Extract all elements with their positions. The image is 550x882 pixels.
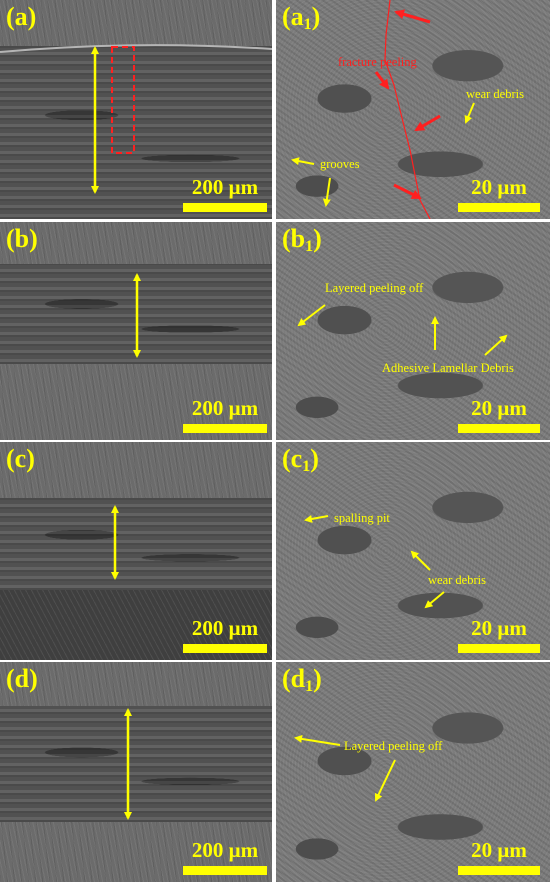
scale-bar-label: 20 μm [471,838,527,862]
scale-bar-label: 20 μm [471,175,527,199]
panel-d: (d) 200 μm [0,662,272,882]
annotation-text: fracture peeling [338,55,418,69]
annotation-text: Adhesive Lamellar Debris [382,361,514,375]
panel-label: (d1) [282,664,322,695]
scale-bar [458,203,540,212]
panel-c: (c) 200 μm [0,442,272,660]
yellow-arrow [297,304,326,327]
panel-b1-overlay: Layered peeling off Adhesive Lamellar De… [297,281,514,375]
panel-c1: spalling pit wear debris (c1) 20 μm [276,442,550,660]
panel-d1: Layered peeling off (d1) 20 μm [276,662,550,882]
yellow-arrow [424,591,445,609]
yellow-arrow [294,734,341,746]
yellow-arrow [304,514,329,523]
scale-bar-label: 20 μm [471,616,527,640]
scale-bar [183,644,267,653]
panel-a1: fracture peeling wear debris grooves (a1… [276,0,550,219]
panel-b: (b) 200 μm [0,222,272,440]
panel-a1-overlay: fracture peeling wear debris grooves [291,0,524,219]
red-arrow [393,183,422,200]
yellow-arrow [484,334,508,356]
annotation-text: wear debris [466,87,524,101]
scale-bar-label: 200 μm [191,616,259,640]
crack-line [384,0,431,219]
magnified-region-box [111,46,135,154]
panel-label: (a) [6,2,37,31]
scale-bar [458,424,540,433]
scratched-region [0,590,272,660]
scale-bar [183,203,267,212]
wear-track [0,706,272,822]
yellow-arrow [464,102,475,124]
wear-track [0,498,272,590]
scale-bar-label: 200 μm [191,396,259,420]
panel-d-overlay [124,708,132,820]
panel-label: (d) [6,664,38,693]
scale-bar [458,644,540,653]
yellow-arrow [374,759,396,802]
scale-bar-label: 20 μm [471,396,527,420]
panel-a: (a) 200 μm [0,0,272,219]
yellow-arrow [322,177,331,207]
panel-c-overlay [111,505,119,580]
annotation-text: Layered peeling off [325,281,424,295]
annotation-text: spalling pit [334,511,390,525]
panel-label: (c1) [282,444,319,475]
red-arrow [374,71,390,90]
panel-c1-overlay: spalling pit wear debris [304,511,486,609]
panel-a-overlay [0,44,272,194]
annotation-text: wear debris [428,573,486,587]
yellow-arrow [410,550,431,571]
panel-label: (b1) [282,224,322,255]
panel-label: (b) [6,224,38,253]
panel-b-overlay [133,273,141,358]
wear-track [0,46,272,219]
scale-bar-label: 200 μm [191,175,259,199]
yellow-arrow [291,157,315,166]
red-arrow [394,9,431,24]
panel-d1-overlay: Layered peeling off [294,734,443,802]
scale-bar [183,424,267,433]
panel-b1: Layered peeling off Adhesive Lamellar De… [276,222,550,440]
panel-label: (a1) [282,2,321,33]
track-edge-line [0,44,272,53]
annotation-text: grooves [320,157,360,171]
scale-bar-label: 200 μm [191,838,259,862]
panel-label: (c) [6,444,35,473]
red-arrow [414,114,441,132]
annotation-text: Layered peeling off [344,739,443,753]
scale-bar [183,866,267,875]
scale-bar [458,866,540,875]
